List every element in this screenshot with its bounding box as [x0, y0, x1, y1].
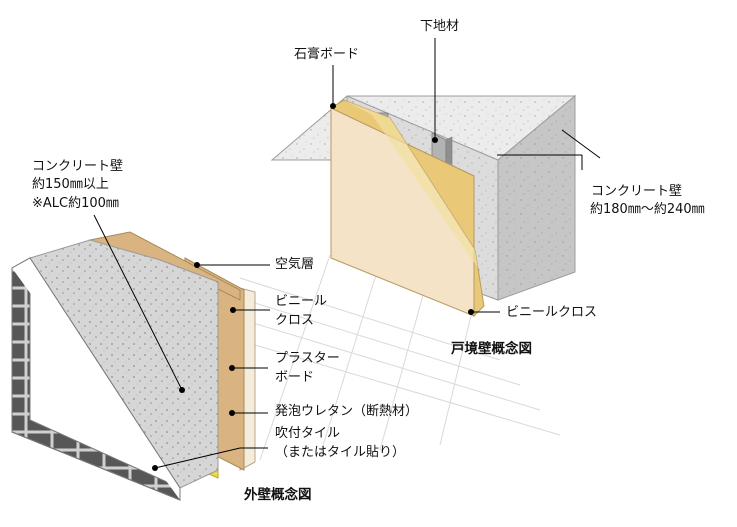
label-vinyl-cloth: ビニールクロス	[506, 304, 597, 322]
label-plaster-2: ボード	[275, 369, 314, 387]
label-spray-tile-1: 吹付タイル	[275, 425, 340, 443]
label-exterior-concrete-3: ※ALC約100㎜	[32, 195, 119, 213]
label-spray-tile-2: （またはタイル貼り）	[275, 444, 405, 462]
label-partition-concrete-1: コンクリート壁	[591, 183, 682, 201]
label-exterior-concrete-2: 約150㎜以上	[32, 176, 109, 194]
exterior-wall-block	[12, 232, 255, 500]
label-partition-concrete-2: 約180㎜～約240㎜	[590, 201, 705, 219]
label-vinyl-2: クロス	[275, 312, 314, 330]
exterior-diagram-title: 外壁概念図	[244, 486, 312, 504]
partition-diagram-title: 戸境壁概念図	[451, 340, 532, 358]
label-air-layer: 空気層	[275, 256, 314, 274]
label-plaster-1: プラスター	[275, 350, 340, 368]
label-gypsum-board: 石膏ボード	[294, 46, 359, 64]
label-exterior-concrete-1: コンクリート壁	[32, 158, 123, 176]
label-base-material: 下地材	[420, 18, 459, 36]
label-vinyl-1: ビニール	[275, 293, 327, 311]
label-foam-urethane: 発泡ウレタン（断熱材）	[275, 403, 418, 421]
